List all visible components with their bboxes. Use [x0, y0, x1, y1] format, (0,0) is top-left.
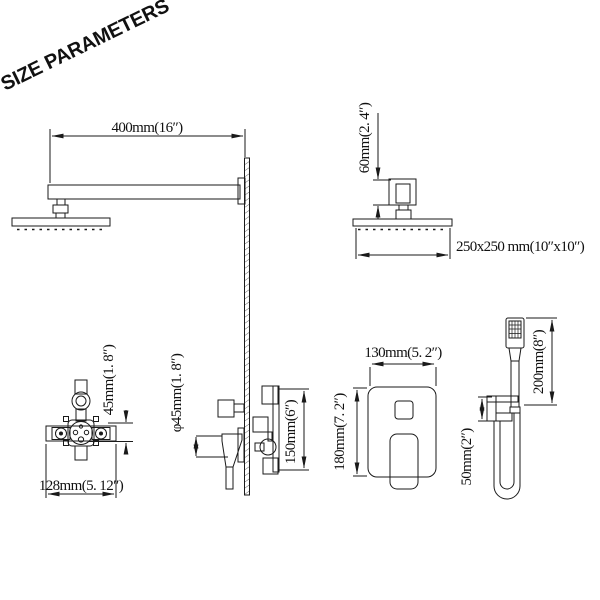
handle-diameter-dimension: φ45mm(1. 8″) [169, 353, 185, 432]
spray-face-grid [509, 321, 521, 338]
diverter-button [394, 400, 414, 420]
valve-height-dimension: 150mm(6″) [283, 399, 299, 464]
rough-in-valve-front-view: 45mm(1. 8″) 128mm(5. 12″) [39, 344, 133, 498]
plate-width-dimension: 130mm(5. 2″) [364, 345, 442, 361]
trim-plate-front-view: 130mm(5. 2″) 180mm(7. 2″) [332, 345, 443, 490]
hand-shower-length-dimension: 200mm(8″) [531, 329, 547, 394]
shower-arm-side-view: 400mm(16″) [11, 120, 246, 231]
hose-inner [499, 413, 515, 490]
diverter-knob [217, 399, 235, 418]
mixer-valve-side-view: φ45mm(1. 8″) 150mm(6″) [169, 353, 309, 490]
mount-height-dimension: 60mm(2. 4″) [357, 102, 373, 173]
rain-shower-head-view: 60mm(2. 4″) 250x250 mm(10″x10″) [352, 102, 585, 259]
hose-outer [493, 413, 521, 500]
handle-front [389, 433, 419, 490]
arm-length-dimension: 400mm(16″) [111, 120, 183, 136]
hand-shower-view: 200mm(8″) 50mm(2″) [459, 317, 557, 500]
holder-height-dimension: 50mm(2″) [459, 428, 475, 486]
head-size-dimension: 250x250 mm(10″x10″) [456, 239, 585, 255]
valve-depth-dimension: 45mm(1. 8″) [101, 344, 117, 415]
wall-section [244, 157, 250, 496]
page-title: SIZE PARAMETERS [0, 0, 173, 95]
plate-height-dimension: 180mm(7. 2″) [332, 393, 348, 471]
valve-width-dimension: 128mm(5. 12″) [39, 478, 124, 494]
hose-nut [495, 412, 513, 422]
